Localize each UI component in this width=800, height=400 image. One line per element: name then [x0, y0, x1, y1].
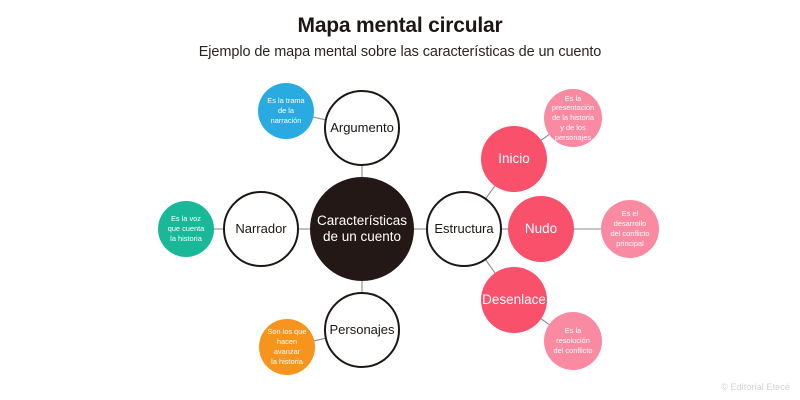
node-inicio[interactable]: Inicio — [481, 126, 547, 192]
node-label-personajes: Personajes — [329, 322, 395, 338]
node-label-leaf_desenlace: Es la resolución del conflicto — [553, 326, 593, 355]
node-narrador[interactable]: Narrador — [223, 191, 299, 267]
node-leaf_argumento[interactable]: Es la trama de la narración — [258, 83, 314, 139]
node-label-desenlace: Desenlace — [482, 292, 546, 308]
node-leaf_personajes[interactable]: Son los que hacen avanzar la historia — [259, 319, 315, 375]
node-label-leaf_nudo: Es el desarrollo del conflicto principal — [610, 209, 650, 248]
node-label-leaf_argumento: Es la trama de la narración — [267, 96, 305, 125]
node-label-leaf_inicio: Es la presentación de la historia y de l… — [551, 93, 595, 142]
node-leaf_narrador[interactable]: Es la voz que cuenta la historia — [158, 201, 214, 257]
node-leaf_nudo[interactable]: Es el desarrollo del conflicto principal — [601, 200, 659, 258]
node-argumento[interactable]: Argumento — [324, 90, 400, 166]
connector-estructura-to-inicio — [485, 184, 496, 200]
page-title: Mapa mental circular — [297, 14, 503, 37]
node-label-inicio: Inicio — [498, 151, 530, 167]
node-center[interactable]: Características de un cuento — [310, 177, 414, 281]
connector-estructura-to-desenlace — [484, 258, 497, 275]
node-leaf_inicio[interactable]: Es la presentación de la historia y de l… — [544, 89, 602, 147]
node-label-argumento: Argumento — [330, 120, 394, 136]
node-personajes[interactable]: Personajes — [324, 292, 400, 368]
copyright-credit: © Editorial Etecé — [721, 382, 790, 392]
node-label-center: Características de un cuento — [316, 213, 408, 244]
node-label-estructura: Estructura — [434, 221, 494, 237]
header: Mapa mental circular Ejemplo de mapa men… — [0, 0, 800, 60]
node-nudo[interactable]: Nudo — [508, 196, 574, 262]
node-label-nudo: Nudo — [524, 221, 558, 237]
node-desenlace[interactable]: Desenlace — [481, 267, 547, 333]
node-leaf_desenlace[interactable]: Es la resolución del conflicto — [544, 312, 602, 370]
node-label-leaf_narrador: Es la voz que cuenta la historia — [167, 214, 205, 243]
page-subtitle: Ejemplo de mapa mental sobre las caracte… — [198, 44, 602, 60]
node-label-leaf_personajes: Son los que hacen avanzar la historia — [267, 327, 307, 366]
node-estructura[interactable]: Estructura — [426, 191, 502, 267]
node-label-narrador: Narrador — [235, 221, 287, 237]
